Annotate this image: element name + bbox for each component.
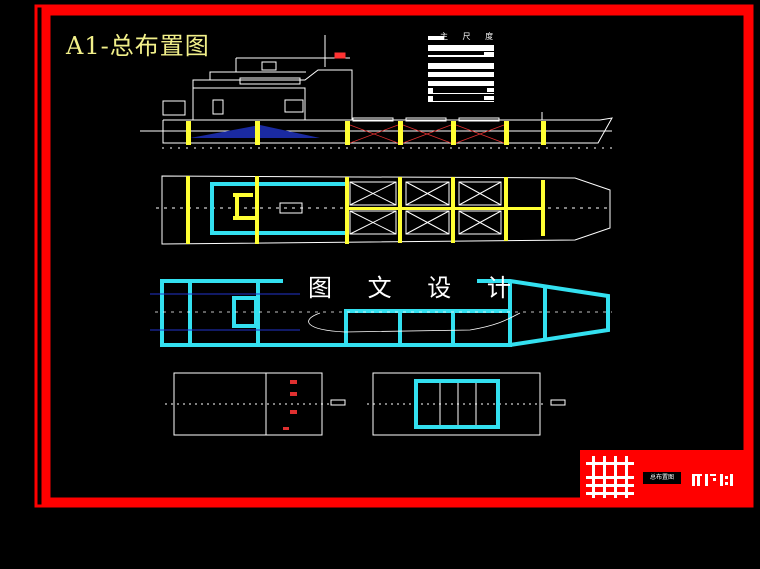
title-block-drawing-number xyxy=(692,474,733,486)
main-dimensions-header: 主 尺 度 xyxy=(440,32,500,41)
inner-frame xyxy=(41,6,753,507)
lower-plan-lines xyxy=(155,311,612,333)
title-block-logo xyxy=(586,456,634,498)
small-plan-left xyxy=(165,372,346,436)
deck-plan-view xyxy=(156,175,612,245)
small-plan-left-fittings xyxy=(283,380,297,430)
drawing-title: A1-总布置图 xyxy=(66,32,210,60)
watermark: 图 文 设 计 xyxy=(308,274,525,302)
small-plan-right xyxy=(367,372,566,436)
deck-plan-bulkheads xyxy=(186,176,545,244)
outer-frame xyxy=(34,4,754,508)
side-profile-view xyxy=(140,35,613,149)
title-block xyxy=(580,450,746,500)
main-dimensions-table xyxy=(428,36,494,102)
lower-plan-view xyxy=(160,279,610,347)
profile-bulkheads xyxy=(186,121,546,145)
title-block-name: 总布置图 xyxy=(643,472,681,484)
small-plan-deckhouse xyxy=(414,379,500,429)
lower-plan-waterlines xyxy=(150,293,300,331)
cargo-hold-crossbracing xyxy=(349,124,505,144)
